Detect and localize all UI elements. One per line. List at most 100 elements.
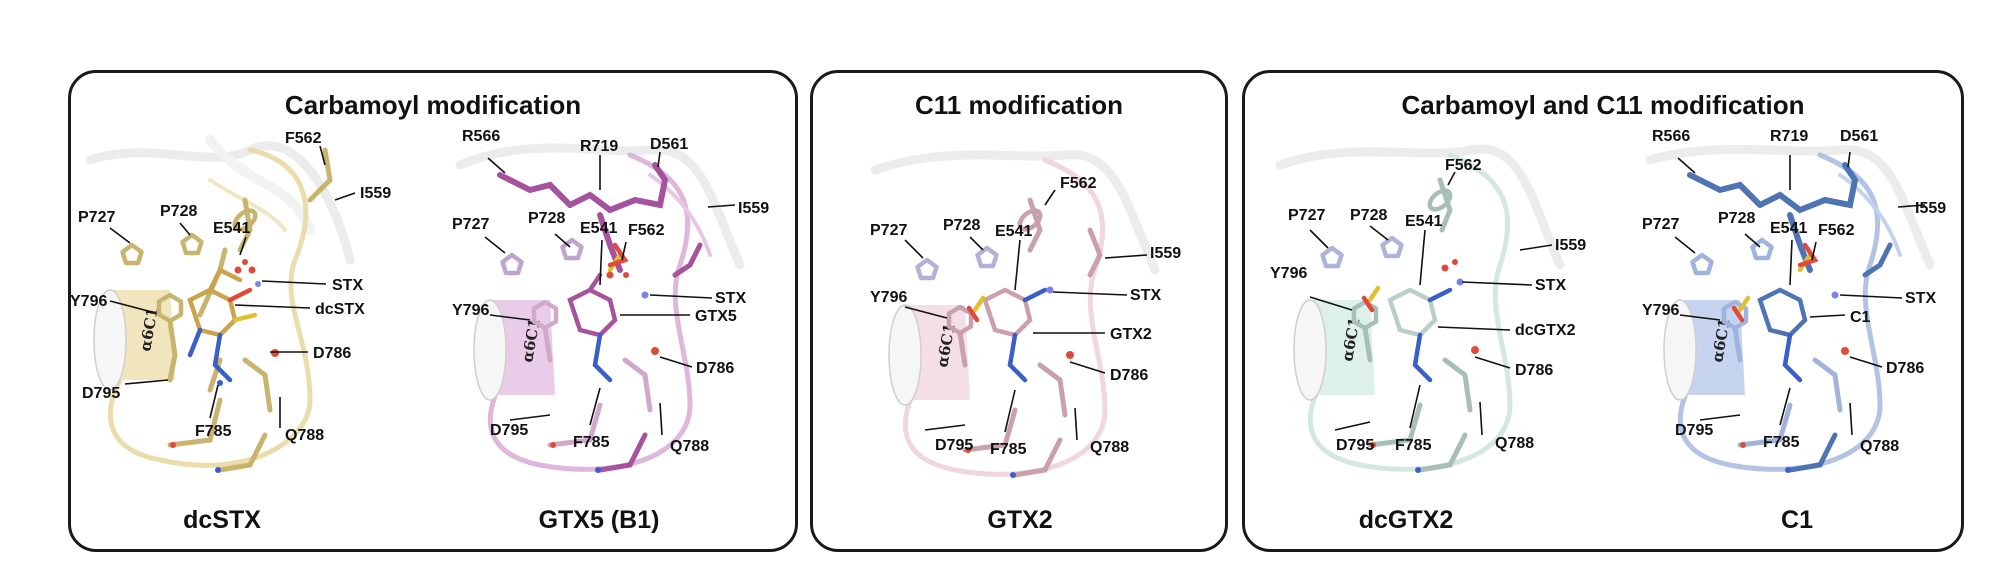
ligand-name-gtx5: GTX5 (B1)	[538, 506, 660, 534]
ligand-label: dcSTX	[315, 301, 365, 318]
ligand-label: C1	[1850, 309, 1871, 326]
residue-label: Q788	[285, 427, 324, 444]
residue-label: Y796	[452, 302, 489, 319]
residue-label: R566	[462, 128, 500, 145]
ligand-label: GTX5	[695, 308, 737, 325]
leader-lines	[484, 151, 736, 436]
residue-label: D795	[935, 437, 973, 454]
residue-label: E541	[580, 220, 617, 237]
residue-label: Q788	[1495, 435, 1534, 452]
stx-label: STX	[715, 290, 746, 307]
residue-labels: P727 P728 E541 F562 I559 STX dcSTX Y796 …	[70, 130, 391, 444]
residue-label: D786	[1515, 362, 1553, 379]
residue-label: D795	[1675, 422, 1713, 439]
leader-lines	[1309, 171, 1553, 436]
residue-label: P728	[528, 210, 565, 227]
helix-cylinder: α6C1	[1293, 299, 1375, 401]
residue-label: I559	[360, 185, 391, 202]
residue-label: E541	[995, 223, 1032, 240]
residue-label: D795	[490, 422, 528, 439]
atom-highlights	[550, 271, 659, 473]
residue-label: P728	[943, 217, 980, 234]
ligand-c1	[1731, 242, 1819, 383]
stx-label: STX	[1905, 290, 1936, 307]
residue-label: Q788	[670, 438, 709, 455]
residue-label: D795	[1336, 437, 1374, 454]
residue-label: F562	[628, 222, 665, 239]
residue-label: F785	[1395, 437, 1432, 454]
protein-ribbon	[85, 135, 355, 468]
residue-label: D561	[1840, 128, 1878, 145]
residue-label: D786	[1110, 367, 1148, 384]
residue-label: I559	[1150, 245, 1181, 262]
residue-label: D786	[1886, 360, 1924, 377]
residue-label: F785	[990, 441, 1027, 458]
ligand-gtx5	[567, 242, 629, 383]
residue-label: F562	[1818, 222, 1855, 239]
ligand-dcgtx2	[1361, 285, 1453, 383]
ligand-dcstx	[187, 266, 258, 383]
residue-label: F785	[1763, 434, 1800, 451]
ligand-label: dcGTX2	[1515, 322, 1576, 339]
residue-label: F785	[573, 434, 610, 451]
side-chains	[918, 197, 1103, 478]
residue-label: P727	[1642, 216, 1679, 233]
side-chains	[1323, 177, 1473, 473]
panel-title-carbamoyl: Carbamoyl modification	[284, 90, 582, 120]
side-chains	[1693, 240, 1893, 473]
leader-lines	[109, 145, 356, 428]
side-chains	[503, 240, 703, 473]
residue-label: F562	[1060, 175, 1097, 192]
residue-label: P728	[1718, 210, 1755, 227]
residue-labels: F562 P727 P728 E541 I559 STX dcGTX2 Y796…	[1270, 157, 1586, 454]
leader-lines	[1674, 151, 1926, 436]
residue-label: Y796	[870, 289, 907, 306]
residue-label: P728	[160, 203, 197, 220]
structure-dcgtx2: α6C1	[1270, 144, 1586, 473]
residue-label: D786	[313, 345, 351, 362]
residue-label: R719	[580, 138, 618, 155]
atom-highlights	[965, 286, 1074, 478]
residue-label: D561	[650, 136, 688, 153]
residue-labels: F562 P727 P728 E541 I559 STX GTX2 Y796 D…	[870, 175, 1181, 458]
residue-label: D786	[696, 360, 734, 377]
atom-highlights	[1370, 259, 1479, 473]
residue-label: P727	[870, 222, 907, 239]
residue-label: Q788	[1860, 438, 1899, 455]
residue-label: I559	[1915, 200, 1946, 217]
protein-ribbon	[870, 150, 1160, 477]
protein-ribbon	[455, 143, 745, 472]
structure-gtx5: α6C1	[452, 128, 769, 473]
structure-c1: α6C1	[1642, 128, 1946, 473]
leader-lines	[904, 189, 1148, 441]
residue-label: D795	[82, 385, 120, 402]
ligand-name-dcgtx2: dcGTX2	[1358, 506, 1454, 534]
stx-label: STX	[332, 277, 363, 294]
ligand-name-gtx2: GTX2	[987, 506, 1053, 534]
structure-dcstx: α6C1	[70, 130, 391, 473]
residue-label: P727	[452, 216, 489, 233]
residue-label: E541	[1405, 213, 1442, 230]
residue-label: Q788	[1090, 439, 1129, 456]
structure-gtx2: α6C1	[870, 150, 1181, 478]
residue-label: Y796	[1642, 302, 1679, 319]
residue-label: Y796	[1270, 265, 1307, 282]
residue-label: P728	[1350, 207, 1387, 224]
panel-title-carbamoyl-c11: Carbamoyl and C11 modification	[1401, 90, 1805, 120]
ligand-name-c1: C1	[1781, 506, 1813, 534]
residue-label: F785	[195, 423, 232, 440]
residue-label: F562	[1445, 157, 1482, 174]
r-chains	[497, 162, 669, 273]
residue-labels: R566 R719 D561 P727 P728 E541 F562 I559 …	[452, 128, 769, 455]
residue-label: E541	[213, 220, 250, 237]
residue-label: Y796	[70, 293, 107, 310]
residue-label: P727	[1288, 207, 1325, 224]
atom-highlights	[1740, 291, 1849, 473]
r-chains	[1687, 162, 1859, 273]
protein-ribbon	[1275, 144, 1565, 472]
ligand-label: GTX2	[1110, 326, 1152, 343]
atom-highlights	[170, 259, 279, 473]
residue-label: P727	[78, 209, 115, 226]
ligand-gtx2	[966, 287, 1048, 383]
